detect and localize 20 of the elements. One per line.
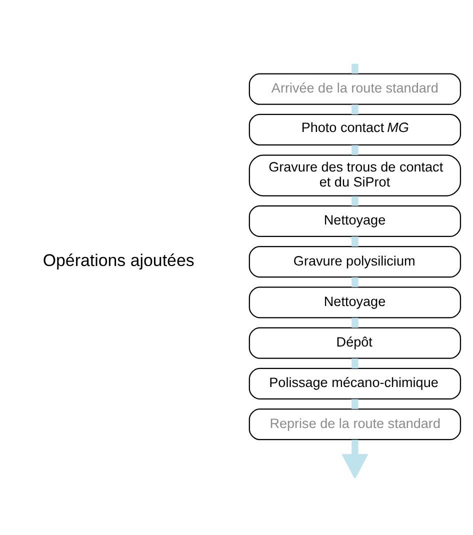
node-box: Photo contact MG xyxy=(248,113,461,146)
connector xyxy=(351,317,358,328)
connector xyxy=(351,104,358,114)
node-box: Dépôt xyxy=(248,326,461,358)
connector xyxy=(351,398,358,409)
connector xyxy=(351,144,358,154)
label: Opérations ajoutées xyxy=(42,250,194,270)
node-box: Gravure polysilicium xyxy=(248,246,461,278)
node-box: Gravure des trous de contact et du SiProt xyxy=(248,154,461,196)
node-box: Polissage mécano-chimique xyxy=(248,367,461,399)
node-box: Nettoyage xyxy=(248,286,461,318)
node-box: Reprise de la route standard xyxy=(248,408,461,440)
connector xyxy=(351,276,358,287)
node-box: Nettoyage xyxy=(248,204,461,236)
connector xyxy=(351,236,358,246)
connector xyxy=(351,63,358,74)
node-box: Arrivée de la route standard xyxy=(248,72,461,104)
connector xyxy=(351,196,358,206)
connector xyxy=(351,358,358,368)
arrow xyxy=(341,439,368,478)
